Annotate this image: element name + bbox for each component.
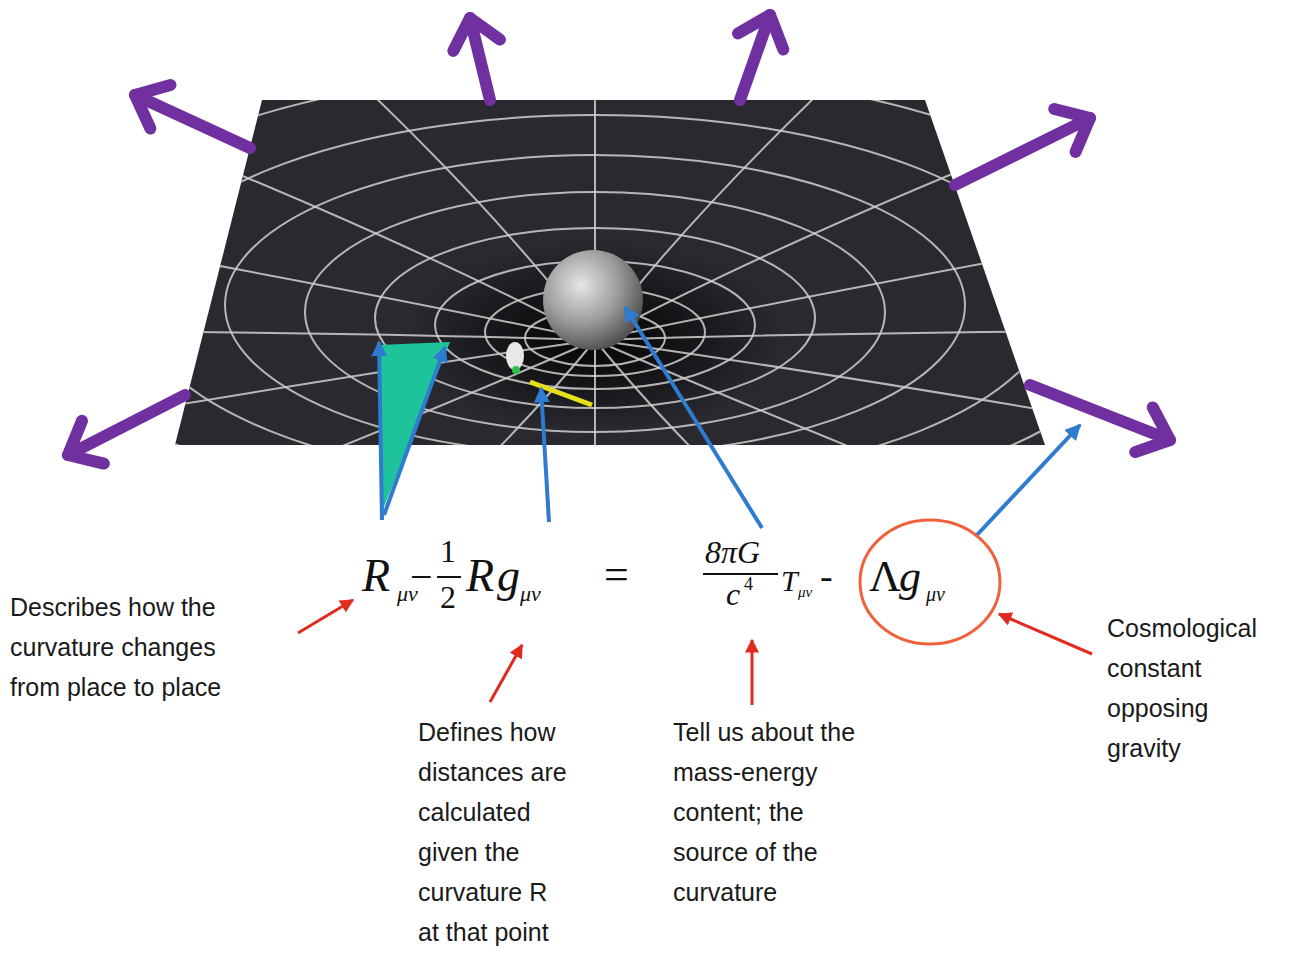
grid-line [0, 330, 595, 340]
expansion-arrow [740, 15, 770, 100]
equation-symbol: μν [798, 585, 812, 600]
equation-symbol: g [899, 555, 921, 599]
grid-line [29, 90, 595, 340]
equation-symbol: Λ [869, 555, 901, 599]
equation-symbol: - [820, 557, 833, 595]
mass-sphere [543, 250, 643, 350]
pointer-arrow [384, 347, 445, 515]
equation-symbol: 8πG [705, 536, 760, 568]
expansion-arrow [955, 118, 1090, 185]
equation-symbol: = [604, 553, 629, 597]
grid [0, 0, 1307, 670]
fraction-bar [437, 576, 461, 578]
grid-line [595, 340, 1161, 570]
pointer-arrow [379, 342, 382, 520]
spacetime-sheet [175, 100, 1045, 445]
pointer-arrow [976, 425, 1080, 536]
annotation-text: Describes how the curvature changes from… [10, 587, 250, 707]
annotation-text: Tell us about the mass-energy content; t… [673, 712, 863, 912]
annotation-text: Defines how distances are calculated giv… [418, 712, 570, 952]
equation-symbol: 4 [744, 575, 753, 593]
grid-line [594, 340, 596, 670]
grid-line [29, 340, 595, 570]
leader-arrow [298, 600, 353, 633]
grid-line [289, 340, 595, 644]
expansion-arrow [68, 395, 185, 455]
small-body [506, 342, 524, 370]
equation-symbol: T [781, 566, 798, 596]
equation-symbol: 1 [440, 535, 456, 567]
grid-line [595, 200, 1307, 340]
equation-symbol: μν [520, 583, 541, 605]
equation-symbol: g [497, 553, 520, 599]
equation-symbol: 2 [440, 581, 456, 613]
expansion-arrow [135, 95, 250, 148]
leader-arrow [490, 645, 522, 702]
equation-symbol: R [362, 553, 390, 599]
grid-line [595, 90, 1161, 340]
leader-arrow [999, 614, 1092, 654]
expansion-arrow [1030, 385, 1170, 440]
annotation-text: Cosmological constant opposing gravity [1107, 608, 1287, 768]
highlight-circle [860, 520, 1000, 644]
pointer-arrow [541, 388, 549, 522]
leader-arrow [751, 640, 754, 705]
grid-line [0, 340, 595, 460]
equation-symbol: R [466, 553, 494, 599]
grid-line [595, 330, 1307, 340]
grid-line [595, 340, 1307, 460]
equation-symbol: − [410, 557, 433, 597]
fraction-bar [703, 573, 778, 575]
yellow-marker [530, 382, 592, 405]
equation-symbol: μν [926, 584, 945, 604]
grid-line [595, 340, 901, 644]
pointer-arrow [625, 307, 762, 528]
small-body-mark [512, 366, 520, 374]
grid-line [0, 200, 595, 340]
equation-symbol: c [726, 578, 740, 610]
expansion-arrow [470, 18, 490, 100]
